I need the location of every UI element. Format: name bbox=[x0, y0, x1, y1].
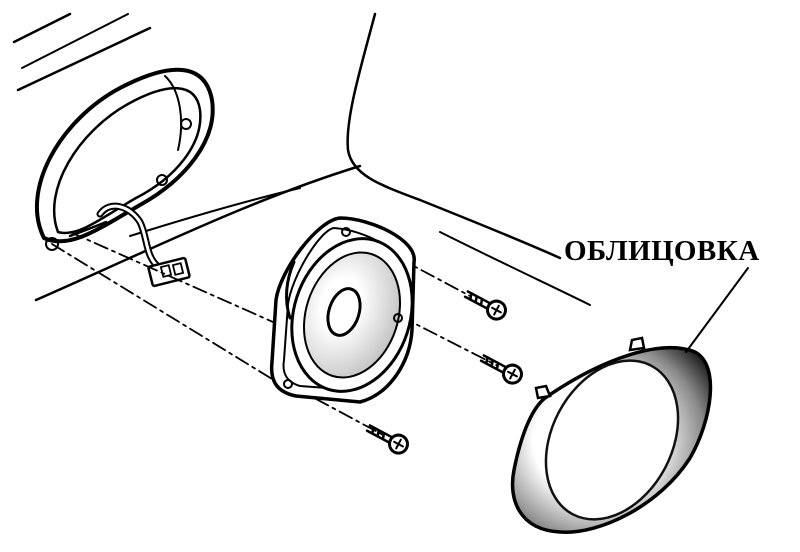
trim-cover-clip bbox=[534, 384, 552, 400]
speaker-screw-hole bbox=[283, 379, 293, 389]
bracket-screw-hole bbox=[45, 237, 59, 251]
speaker bbox=[269, 216, 416, 404]
screw bbox=[463, 290, 507, 321]
speaker-screw-hole bbox=[393, 313, 403, 323]
trim-cover bbox=[510, 336, 713, 534]
trim-cover-clip bbox=[628, 336, 646, 352]
callout-trim-cover: ОБЛИЦОВКА bbox=[564, 235, 760, 353]
speaker-mount-bracket bbox=[34, 67, 215, 251]
screw bbox=[479, 354, 523, 385]
callout-leader-line bbox=[685, 267, 749, 353]
door-panel bbox=[12, 12, 591, 306]
screw bbox=[365, 424, 409, 455]
callout-label-trim-cover: ОБЛИЦОВКА bbox=[564, 235, 760, 267]
bracket-screw-hole bbox=[180, 118, 192, 130]
trim-cover-opening bbox=[544, 359, 680, 521]
wiring-harness bbox=[96, 202, 191, 288]
speaker-dust-cap bbox=[326, 287, 362, 337]
speaker-screw-hole bbox=[341, 227, 351, 237]
bracket-screw-hole bbox=[156, 174, 168, 186]
